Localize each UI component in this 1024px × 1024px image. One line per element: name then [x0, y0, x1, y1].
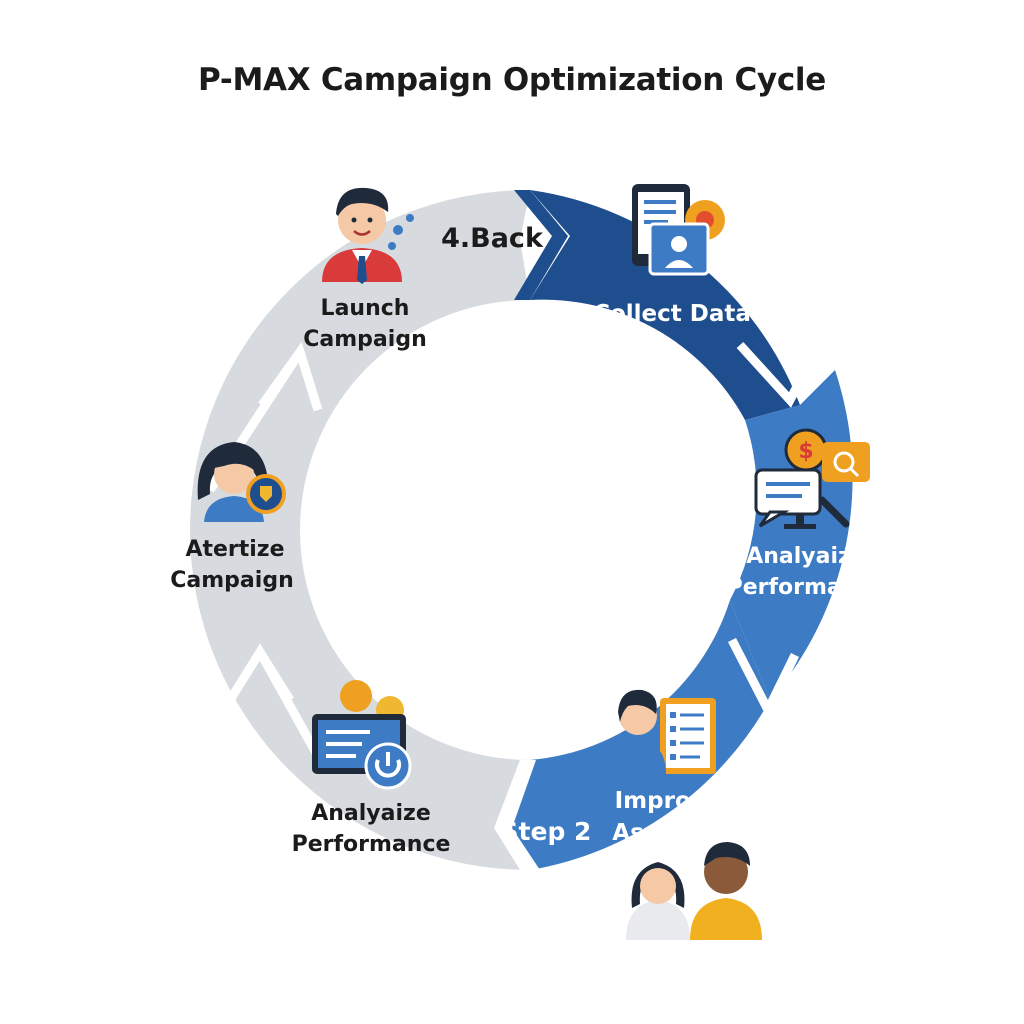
businessman-icon [322, 187, 414, 284]
label-launch-line2: Campaign [303, 327, 426, 352]
documents-profile-icon [632, 184, 725, 276]
cycle-segment-gray [190, 190, 530, 870]
label-collect-data: Collect Data [593, 301, 751, 327]
laptop-power-icon [312, 680, 412, 790]
svg-text:$: $ [798, 439, 813, 464]
arrow-chevron-collect [736, 341, 822, 408]
arrow-head-step2 [494, 760, 540, 870]
arrow-chevron-analyze [727, 637, 800, 721]
label-atertize-line2: Campaign [170, 568, 293, 593]
label-analyze-bottom-line1: Analyaize [311, 801, 431, 826]
cycle-segment-improve [500, 600, 770, 870]
label-improve-line1: Improve [615, 788, 722, 814]
page-title: P-MAX Campaign Optimization Cycle [198, 62, 826, 98]
label-step-2: Step 2 [501, 817, 592, 846]
person-checklist-icon [610, 689, 716, 774]
label-launch-line1: Launch [321, 296, 410, 321]
label-analyze-right-line1: Analyaize [746, 544, 866, 569]
cycle-segment-collect [530, 190, 800, 420]
label-back: 4.Back [441, 223, 544, 254]
label-atertize-line1: Atertize [185, 537, 284, 562]
chat-dollar-search-icon: $ [754, 428, 870, 529]
label-analyze-bottom-line2: Performance [292, 832, 451, 857]
woman-badge-icon [197, 442, 286, 522]
team-people-icon [626, 842, 762, 940]
label-improve-line2: Assets [612, 820, 697, 846]
label-analyze-right-line2: Performance [727, 575, 886, 600]
